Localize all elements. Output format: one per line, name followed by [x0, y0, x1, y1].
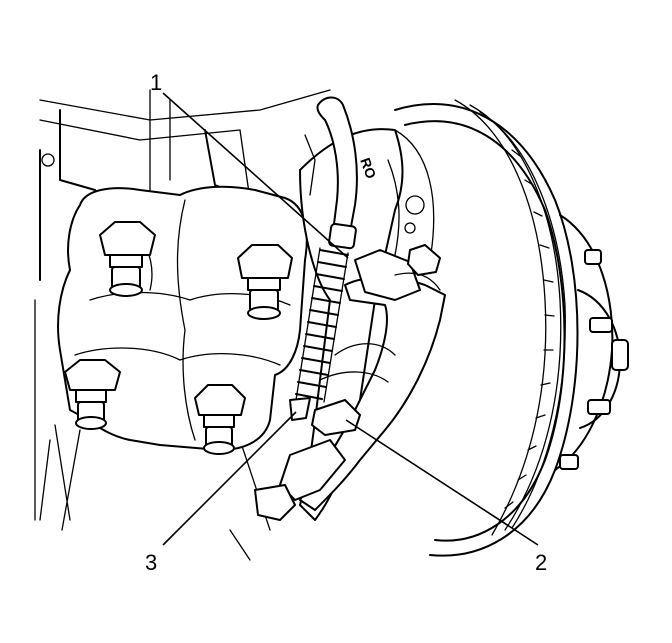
callout-2-label: 2: [535, 550, 547, 575]
callout-1-label: 1: [150, 70, 162, 95]
bolt-upper-right: [237, 244, 293, 320]
bolt-lower-left: [64, 359, 121, 430]
parking-brake-lever: [254, 244, 446, 521]
callout-2-leader: [345, 419, 539, 546]
cable-end-clip: [311, 399, 361, 436]
lower-bolt: [254, 484, 296, 521]
bolt-lower-right: [194, 384, 246, 455]
wheel-stud: [584, 249, 602, 265]
wheel-hub: [554, 214, 629, 471]
svg-text:RO: RO: [357, 156, 379, 181]
rotor-vents: [504, 149, 555, 509]
wheel-stud: [589, 317, 613, 333]
bolt-upper-left: [99, 221, 156, 297]
wheel-stud: [559, 454, 579, 470]
adjuster-nut: [407, 244, 441, 276]
wheel-stud: [587, 399, 611, 415]
parking-brake-cable: [316, 96, 358, 250]
frame-background: [34, 89, 331, 561]
callout-3-leader: [162, 411, 297, 546]
callout-1-leader: [162, 92, 349, 259]
brake-rotor: [394, 99, 629, 557]
callout-3-label: 3: [145, 550, 157, 575]
cable-spring: [289, 247, 349, 421]
